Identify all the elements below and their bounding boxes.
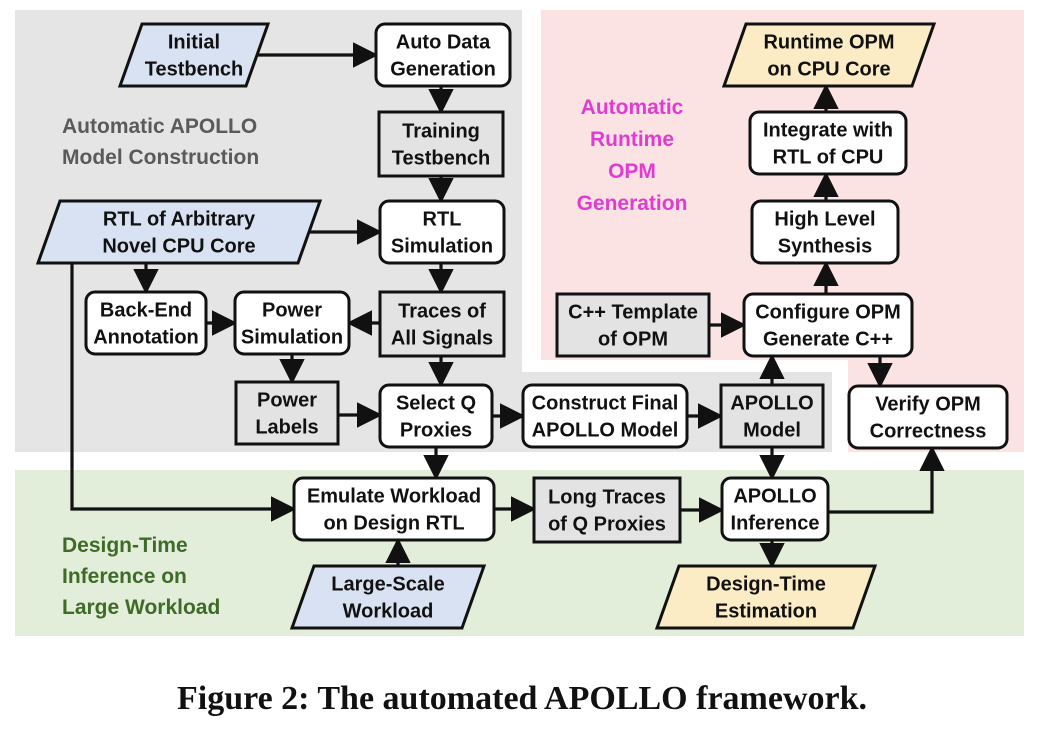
edge-rtl-to-emulate bbox=[70, 257, 297, 522]
edge-inference-to-verify bbox=[828, 445, 945, 514]
figure-caption: Figure 2: The automated APOLLO framework… bbox=[176, 680, 868, 717]
